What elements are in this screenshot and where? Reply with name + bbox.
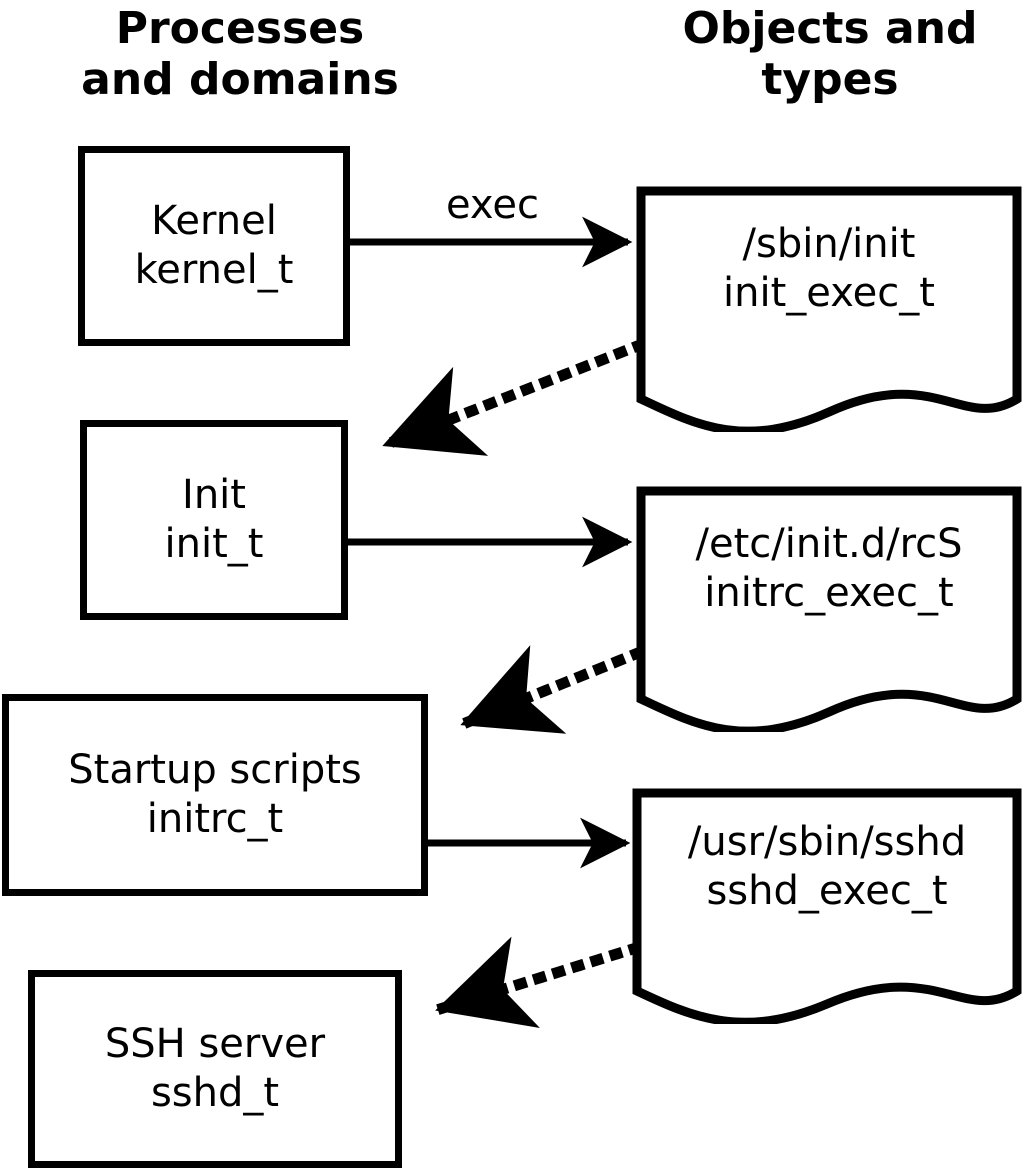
object-doc-usr-sbin-sshd[interactable]: /usr/sbin/sshd sshd_exec_t bbox=[630, 786, 1024, 1024]
process-box-startup-scripts-name: Startup scripts bbox=[68, 747, 362, 794]
column-header-processes-and-domains: Processes and domains bbox=[81, 3, 399, 105]
column-header-objects-and-types: Objects and types bbox=[682, 3, 978, 105]
process-box-startup-scripts-type: initrc_t bbox=[146, 796, 284, 842]
process-box-init[interactable]: Init init_t bbox=[80, 420, 348, 620]
process-box-ssh-server-name: SSH server bbox=[104, 1021, 326, 1068]
process-box-kernel[interactable]: Kernel kernel_t bbox=[78, 146, 350, 346]
object-doc-sbin-init[interactable]: /sbin/init init_exec_t bbox=[634, 184, 1024, 432]
edge-label-exec: exec bbox=[446, 182, 539, 228]
document-shape-icon bbox=[636, 486, 1022, 732]
object-doc-etc-initd-rcs[interactable]: /etc/init.d/rcS initrc_exec_t bbox=[634, 484, 1024, 732]
process-box-ssh-server[interactable]: SSH server sshd_t bbox=[28, 970, 402, 1168]
process-box-kernel-type: kernel_t bbox=[134, 247, 294, 293]
document-shape-icon bbox=[636, 186, 1022, 432]
process-box-ssh-server-type: sshd_t bbox=[150, 1070, 280, 1116]
edge-dotted-sbin-init-to-init bbox=[382, 337, 648, 456]
process-box-startup-scripts[interactable]: Startup scripts initrc_t bbox=[2, 694, 428, 896]
edge-dotted-sshd-exec-to-sshd bbox=[435, 936, 643, 1028]
process-box-kernel-name: Kernel bbox=[151, 198, 277, 245]
process-box-init-type: init_t bbox=[164, 521, 264, 567]
document-shape-icon bbox=[632, 788, 1022, 1024]
edge-dotted-initrc-exec-to-initrc bbox=[460, 645, 646, 734]
process-box-init-name: Init bbox=[182, 472, 246, 519]
